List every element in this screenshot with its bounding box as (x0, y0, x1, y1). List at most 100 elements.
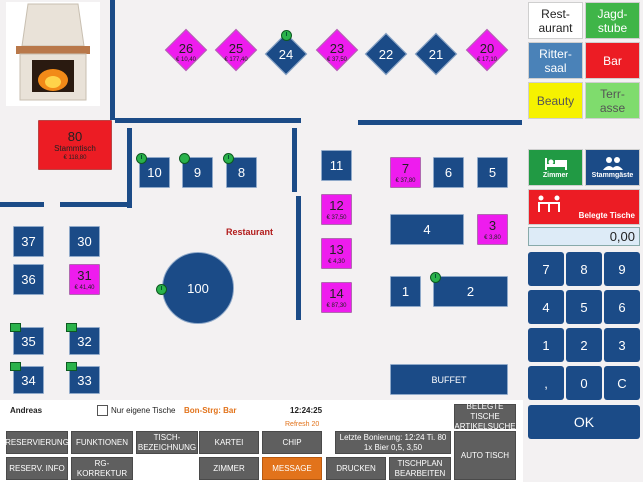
wall (60, 202, 132, 207)
table-80[interactable]: 80 Stammtisch € 118,80 (38, 120, 112, 170)
user-name: Andreas (10, 406, 43, 415)
letzte-bonierung: Letzte Bonierung: 12:24 Ti. 80 1x Bier 0… (335, 431, 451, 454)
table-1[interactable]: 1 (390, 276, 421, 307)
area-terrasse-button[interactable]: Terr- asse (585, 82, 640, 119)
table-label: 23€ 37,50 (326, 41, 348, 63)
table-13[interactable]: 13€ 4,30 (321, 238, 352, 269)
table-2[interactable]: 2 (433, 276, 508, 307)
table-30[interactable]: 30 (69, 226, 100, 257)
keypad-9[interactable]: 9 (604, 252, 640, 286)
reservierung-button[interactable]: RESERVIERUNG (5, 431, 69, 454)
table-4[interactable]: 4 (390, 214, 464, 245)
keypad-6[interactable]: 6 (604, 290, 640, 324)
fireplace-image (6, 2, 100, 106)
keypad-clear[interactable]: C (604, 366, 640, 400)
table-8[interactable]: 8 (226, 157, 257, 188)
keypad-3[interactable]: 3 (604, 328, 640, 362)
zimmer-label: Zimmer (542, 172, 569, 179)
tischplan-bearbeiten-button[interactable]: TISCHPLAN BEARBEITEN (389, 457, 451, 480)
wall (110, 0, 115, 120)
table-3[interactable]: 3€ 3,80 (477, 214, 508, 245)
zimmer-bottom-button[interactable]: ZIMMER (199, 457, 259, 480)
table-10[interactable]: 10 (139, 157, 170, 188)
table-label: 20€ 17,10 (476, 41, 498, 63)
table-9[interactable]: 9 (182, 157, 213, 188)
letzte-bonierung-line-2: 1x Bier 0,5, 3,50 (363, 442, 423, 452)
clock-icon (281, 30, 292, 41)
wall (296, 196, 301, 320)
wall (292, 128, 297, 192)
clock-icon (223, 153, 234, 164)
area-beauty-button[interactable]: Beauty (528, 82, 583, 119)
keypad-2[interactable]: 2 (566, 328, 602, 362)
bed-icon (66, 362, 77, 371)
keypad-8[interactable]: 8 (566, 252, 602, 286)
bed-icon (544, 158, 567, 170)
table-label: 24 (278, 47, 294, 62)
area-jagdstube-button[interactable]: Jagd- stube (585, 2, 640, 39)
wall (115, 118, 301, 123)
tischbezeichnung-button[interactable]: TISCH- BEZEICHNUNG (136, 431, 198, 454)
kartei-button[interactable]: KARTEI (199, 431, 259, 454)
table-12[interactable]: 12€ 37,50 (321, 194, 352, 225)
rg-korrektur-button[interactable]: RG-KORREKTUR (71, 457, 133, 480)
message-button[interactable]: MESSAGE (262, 457, 322, 480)
own-tables-checkbox[interactable] (97, 405, 108, 416)
auto-tisch-button[interactable]: AUTO TISCH (454, 431, 516, 480)
letzte-bonierung-line-1: Letzte Bonierung: 12:24 Ti. 80 (339, 432, 447, 442)
buffet-table[interactable]: BUFFET (390, 364, 508, 395)
keypad-comma[interactable]: , (528, 366, 564, 400)
bed-icon (66, 323, 77, 332)
wall (127, 128, 132, 208)
table-5[interactable]: 5 (477, 157, 508, 188)
wall (0, 202, 44, 207)
belegte-tische-label: Belegte Tische (578, 211, 635, 220)
keypad-1[interactable]: 1 (528, 328, 564, 362)
table-33[interactable]: 33 (69, 366, 100, 394)
drucken-button[interactable]: DRUCKEN (326, 457, 386, 480)
wall (358, 120, 522, 125)
table-31[interactable]: 31€ 41,40 (69, 264, 100, 295)
clock-icon (136, 153, 147, 164)
refresh-label: Refresh 20 (285, 421, 320, 428)
zimmer-button[interactable]: Zimmer (528, 149, 583, 186)
ok-button[interactable]: OK (528, 405, 640, 439)
belegte-artikelsuche-button[interactable]: BELEGTE TISCHE ARTIKELSUCHE (454, 401, 516, 431)
table-11[interactable]: 11 (321, 150, 352, 181)
room-label: Restaurant (226, 227, 274, 237)
bed-icon (10, 362, 21, 371)
area-rittersaal-button[interactable]: Ritter- saal (528, 42, 583, 79)
table-36[interactable]: 36 (13, 264, 44, 295)
bon-steuerung: Bon-Strg: Bar (184, 406, 237, 415)
table-label: 21 (428, 47, 444, 62)
amount-display[interactable]: 0,00 (528, 227, 640, 246)
chip-button[interactable]: CHIP (262, 431, 322, 454)
keypad-5[interactable]: 5 (566, 290, 602, 324)
table-label: 22 (378, 47, 394, 62)
table-6[interactable]: 6 (433, 157, 464, 188)
area-bar-button[interactable]: Bar (585, 42, 640, 79)
floor-plan: 80 Stammtisch € 118,80 26€ 10,40 25€ 177… (0, 0, 522, 395)
table-7[interactable]: 7€ 37,80 (390, 157, 421, 188)
stammgaeste-button[interactable]: Stammgäste (585, 149, 640, 186)
dining-table-icon (538, 195, 560, 212)
table-37[interactable]: 37 (13, 226, 44, 257)
table-14[interactable]: 14€ 87,30 (321, 282, 352, 313)
clock-icon (430, 272, 441, 283)
keypad-0[interactable]: 0 (566, 366, 602, 400)
table-100[interactable]: 100 (162, 252, 234, 324)
table-label: 25€ 177,40 (224, 41, 248, 63)
person-icon (179, 153, 190, 164)
bed-icon (10, 323, 21, 332)
table-label: 26€ 10,40 (175, 41, 197, 63)
users-icon (602, 157, 623, 170)
keypad-7[interactable]: 7 (528, 252, 564, 286)
stammgaeste-label: Stammgäste (591, 172, 634, 179)
belegte-tische-button[interactable]: Belegte Tische (528, 189, 640, 225)
clock-icon (156, 284, 167, 295)
area-restaurant-button[interactable]: Rest- aurant (528, 2, 583, 39)
funktionen-button[interactable]: FUNKTIONEN (71, 431, 133, 454)
clock-time: 12:24:25 (290, 406, 323, 415)
reserv-info-button[interactable]: RESERV. INFO (6, 457, 68, 480)
keypad-4[interactable]: 4 (528, 290, 564, 324)
